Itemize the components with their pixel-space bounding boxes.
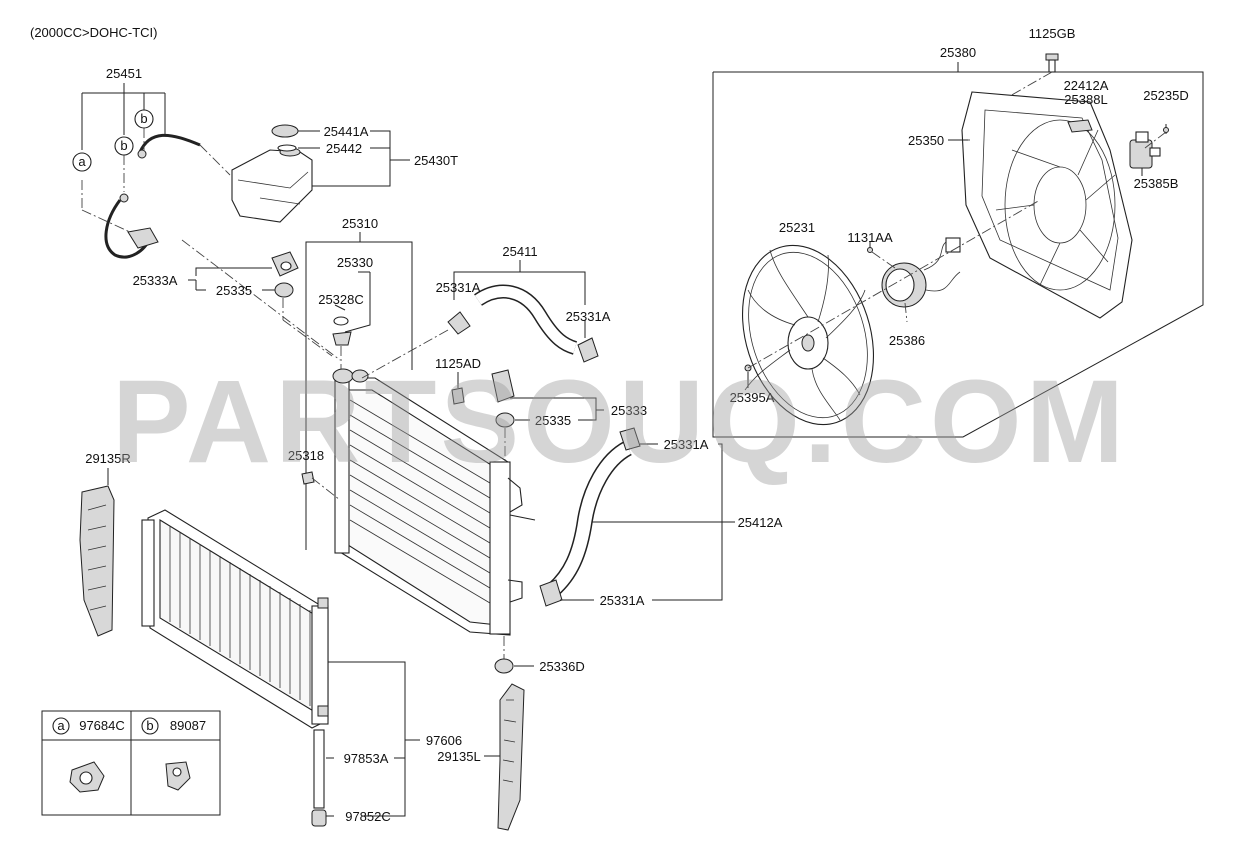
radiator-right-tank [489, 461, 511, 635]
plug-97852C[interactable] [311, 809, 327, 827]
watermark: PARTSOUQ.COM [112, 356, 1128, 488]
desiccant-97853A[interactable] [313, 729, 325, 809]
label-25331A-1[interactable]: 25331A [436, 280, 481, 295]
label-25350[interactable]: 25350 [908, 133, 944, 148]
upper-mounts-group: 25333A 25335 [133, 239, 341, 361]
label-29135L[interactable]: 29135L [437, 749, 480, 764]
air-guard-29135R[interactable] [79, 485, 115, 637]
resistor-25385B[interactable] [1129, 131, 1161, 169]
label-29135R[interactable]: 29135R [85, 451, 131, 466]
label-25333A[interactable]: 25333A [133, 273, 178, 288]
label-25430T[interactable]: 25430T [414, 153, 458, 168]
label-25333[interactable]: 25333 [611, 403, 647, 418]
cap-gasket[interactable] [277, 144, 297, 152]
legend-a-letter: a [57, 718, 65, 733]
reservoir-cap[interactable] [271, 124, 299, 138]
label-25331A-2[interactable]: 25331A [566, 309, 611, 324]
callout-b-circle-2[interactable] [134, 109, 154, 129]
lower-parts-group: 25336D 29135L [437, 636, 585, 831]
radiator-group: 25310 25330 25328C 2 [288, 216, 536, 636]
legend-b-letter: b [146, 718, 153, 733]
fan-assembly-outline [712, 71, 1204, 438]
bolt-1125AD[interactable] [451, 387, 465, 405]
label-25310[interactable]: 25310 [342, 216, 378, 231]
label-25451[interactable]: 25451 [106, 66, 142, 81]
label-25441A[interactable]: 25441A [324, 124, 369, 139]
screw-1131AA-icon [867, 247, 873, 253]
reservoir-tank[interactable] [231, 149, 313, 223]
label-25335-upper[interactable]: 25335 [216, 283, 252, 298]
cap-25330[interactable] [332, 331, 352, 346]
condenser-group: 97606 97853A 97852C [141, 509, 462, 827]
label-25336D[interactable]: 25336D [539, 659, 585, 674]
legend-box: a 97684C b 89087 [41, 710, 221, 816]
label-25330[interactable]: 25330 [337, 255, 373, 270]
hose-clip-b2 [119, 193, 129, 203]
callout-a-circle[interactable] [72, 152, 92, 172]
clamp-25331A-2[interactable] [577, 337, 599, 363]
diagram-title: (2000CC>DOHC-TCI) [30, 25, 158, 40]
clamp-25331A-3[interactable] [619, 427, 641, 451]
label-25335-lower[interactable]: 25335 [535, 413, 571, 428]
label-25331A-4[interactable]: 25331A [600, 593, 645, 608]
label-25412A[interactable]: 25412A [738, 515, 783, 530]
legend-b-part[interactable]: 89087 [170, 718, 206, 733]
hose-clip-b1 [137, 149, 147, 159]
insulator-25335-b[interactable] [495, 412, 515, 428]
lower-hose-group: 25331A 25412A 25331A [539, 427, 783, 608]
label-1125AD[interactable]: 1125AD [435, 356, 481, 371]
fan-motor-25386[interactable] [881, 237, 961, 308]
label-plate-icon [1067, 119, 1093, 133]
overflow-hose-25451[interactable] [104, 199, 152, 259]
callout-a: a [78, 154, 86, 169]
label-97606[interactable]: 97606 [426, 733, 462, 748]
clip-b-icon [165, 761, 191, 791]
callout-b-2: b [140, 111, 147, 126]
air-guard-29135L[interactable] [497, 683, 525, 831]
callout-b-1: b [120, 138, 127, 153]
label-25385B[interactable]: 25385B [1134, 176, 1179, 191]
insulator-25335[interactable] [274, 282, 294, 298]
label-25411[interactable]: 25411 [502, 244, 537, 259]
callout-b-circle-1[interactable] [114, 136, 134, 156]
label-25380[interactable]: 25380 [940, 45, 976, 60]
hose-clip-a [127, 227, 159, 249]
label-25386[interactable]: 25386 [889, 333, 925, 348]
clip-a-icon [69, 761, 105, 793]
fan-shroud[interactable] [961, 91, 1133, 319]
bracket-25333[interactable] [491, 369, 515, 403]
label-25331A-3[interactable]: 25331A [664, 437, 709, 452]
label-1131AA[interactable]: 1131AA [847, 230, 893, 245]
label-25328C[interactable]: 25328C [318, 292, 364, 307]
gasket-25328C[interactable] [333, 316, 349, 326]
air-guard-right-group: 29135R [79, 451, 131, 637]
label-97853A[interactable]: 97853A [344, 751, 389, 766]
reservoir-group: a b b 25441A 25442 25430T 25451 [72, 66, 458, 259]
fan-assembly-group: 25380 1125GB 22412A 25388L 25235D 25350 … [712, 26, 1204, 441]
label-25318[interactable]: 25318 [288, 448, 324, 463]
label-25235D[interactable]: 25235D [1143, 88, 1189, 103]
label-1125GB[interactable]: 1125GB [1029, 26, 1076, 41]
label-25231[interactable]: 25231 [779, 220, 815, 235]
label-25395A[interactable]: 25395A [730, 390, 775, 405]
clamp-25331A-1[interactable] [447, 311, 471, 335]
bolt-1125GB[interactable] [1045, 53, 1059, 73]
label-22412A[interactable]: 22412A [1064, 78, 1109, 93]
label-97852C[interactable]: 97852C [345, 809, 391, 824]
upper-bracket-group: 1125AD 25333 25335 [435, 356, 647, 462]
leader-25310 [305, 241, 413, 550]
fan-blade-25231[interactable] [721, 228, 896, 441]
upper-hose-group: 25411 25331A 25331A [361, 244, 611, 379]
label-25442[interactable]: 25442 [326, 141, 362, 156]
insulator-25336D[interactable] [494, 658, 514, 674]
screw-25235D-icon [1163, 127, 1169, 133]
drain-plug-25318[interactable] [301, 471, 315, 485]
label-25388L[interactable]: 25388L [1064, 92, 1107, 107]
legend-a-part[interactable]: 97684C [79, 718, 125, 733]
